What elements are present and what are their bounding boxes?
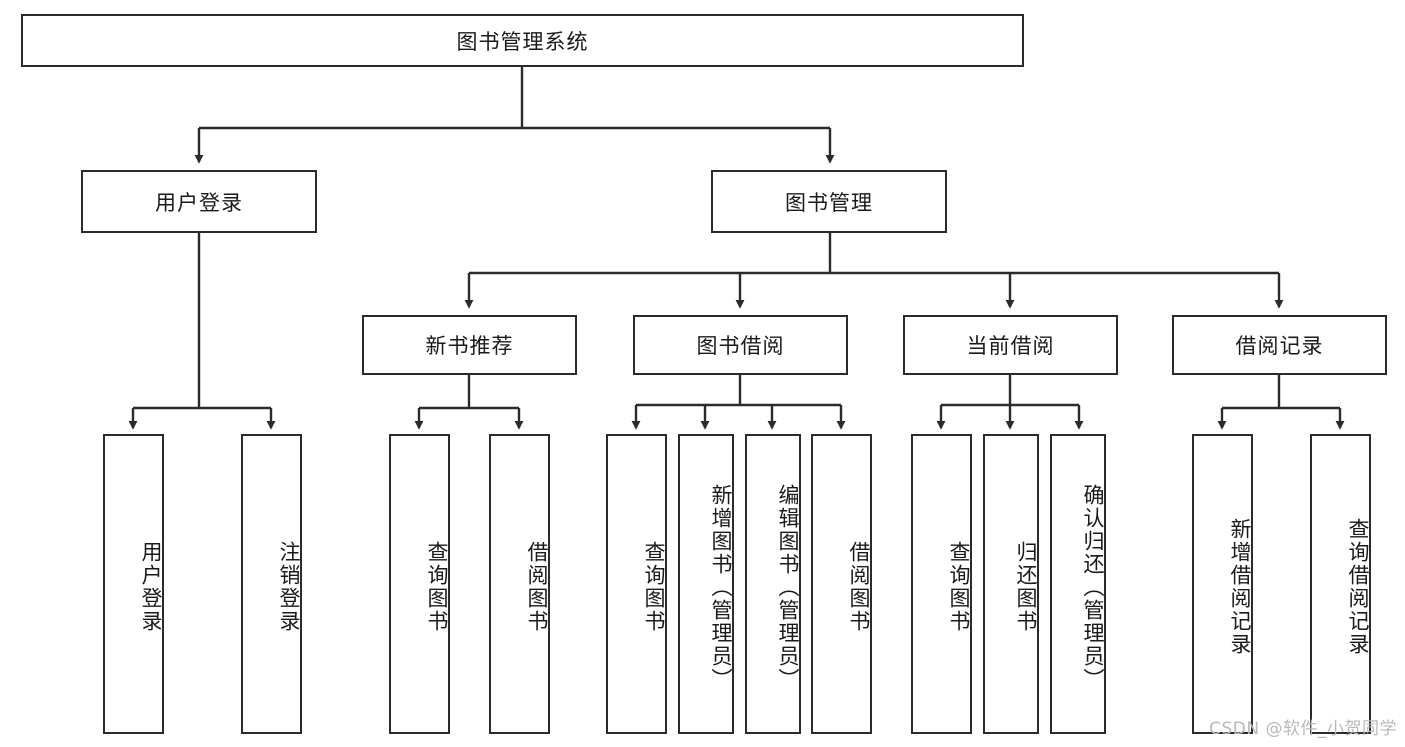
node-leaf-add-book-admin[interactable]: 新增图书（管理员） <box>678 434 734 734</box>
node-label: 图书管理系统 <box>456 29 589 54</box>
node-label: 查询图书 <box>425 541 449 633</box>
node-label: 新书推荐 <box>425 334 514 358</box>
node-leaf-logout[interactable]: 注销登录 <box>241 434 302 734</box>
node-label: 查询图书 <box>642 541 666 633</box>
node-label: 当前借阅 <box>966 334 1055 358</box>
node-label: 查询借阅记录 <box>1346 518 1370 656</box>
node-label: 编辑图书（管理员） <box>776 483 800 691</box>
node-book-borrowing[interactable]: 图书借阅 <box>633 315 848 375</box>
node-leaf-user-login[interactable]: 用户登录 <box>103 434 164 734</box>
node-leaf-edit-book-admin[interactable]: 编辑图书（管理员） <box>745 434 801 734</box>
node-borrow-record[interactable]: 借阅记录 <box>1172 315 1387 375</box>
node-label: 归还图书 <box>1014 541 1038 633</box>
node-leaf-query-book-current[interactable]: 查询图书 <box>911 434 972 734</box>
node-leaf-borrow-book[interactable]: 借阅图书 <box>811 434 872 734</box>
node-current-borrowing[interactable]: 当前借阅 <box>903 315 1118 375</box>
node-label: 借阅记录 <box>1235 334 1324 358</box>
node-leaf-add-borrow-record[interactable]: 新增借阅记录 <box>1192 434 1253 734</box>
node-label: 用户登录 <box>155 190 243 215</box>
node-leaf-confirm-return-admin[interactable]: 确认归还（管理员） <box>1050 434 1106 734</box>
node-leaf-query-book-borrow[interactable]: 查询图书 <box>606 434 667 734</box>
node-book-management[interactable]: 图书管理 <box>711 170 947 233</box>
node-label: 借阅图书 <box>847 541 871 633</box>
node-label: 确认归还（管理员） <box>1081 483 1105 691</box>
node-label: 图书借阅 <box>696 334 785 358</box>
node-label: 新增借阅记录 <box>1228 518 1252 656</box>
node-leaf-return-book[interactable]: 归还图书 <box>983 434 1039 734</box>
node-label: 注销登录 <box>277 541 301 633</box>
node-label: 用户登录 <box>139 541 163 633</box>
watermark-text: CSDN @软件_小贺同学 <box>1209 719 1397 739</box>
node-label: 查询图书 <box>947 541 971 633</box>
node-leaf-borrow-book-newbook[interactable]: 借阅图书 <box>489 434 550 734</box>
node-label: 新增图书（管理员） <box>709 483 733 691</box>
node-leaf-query-borrow-record[interactable]: 查询借阅记录 <box>1310 434 1371 734</box>
node-label: 借阅图书 <box>525 541 549 633</box>
node-user-login[interactable]: 用户登录 <box>81 170 317 233</box>
node-leaf-query-book-newbook[interactable]: 查询图书 <box>389 434 450 734</box>
node-label: 图书管理 <box>785 190 873 215</box>
node-root-book-management-system[interactable]: 图书管理系统 <box>21 14 1024 67</box>
node-new-book-recommendation[interactable]: 新书推荐 <box>362 315 577 375</box>
